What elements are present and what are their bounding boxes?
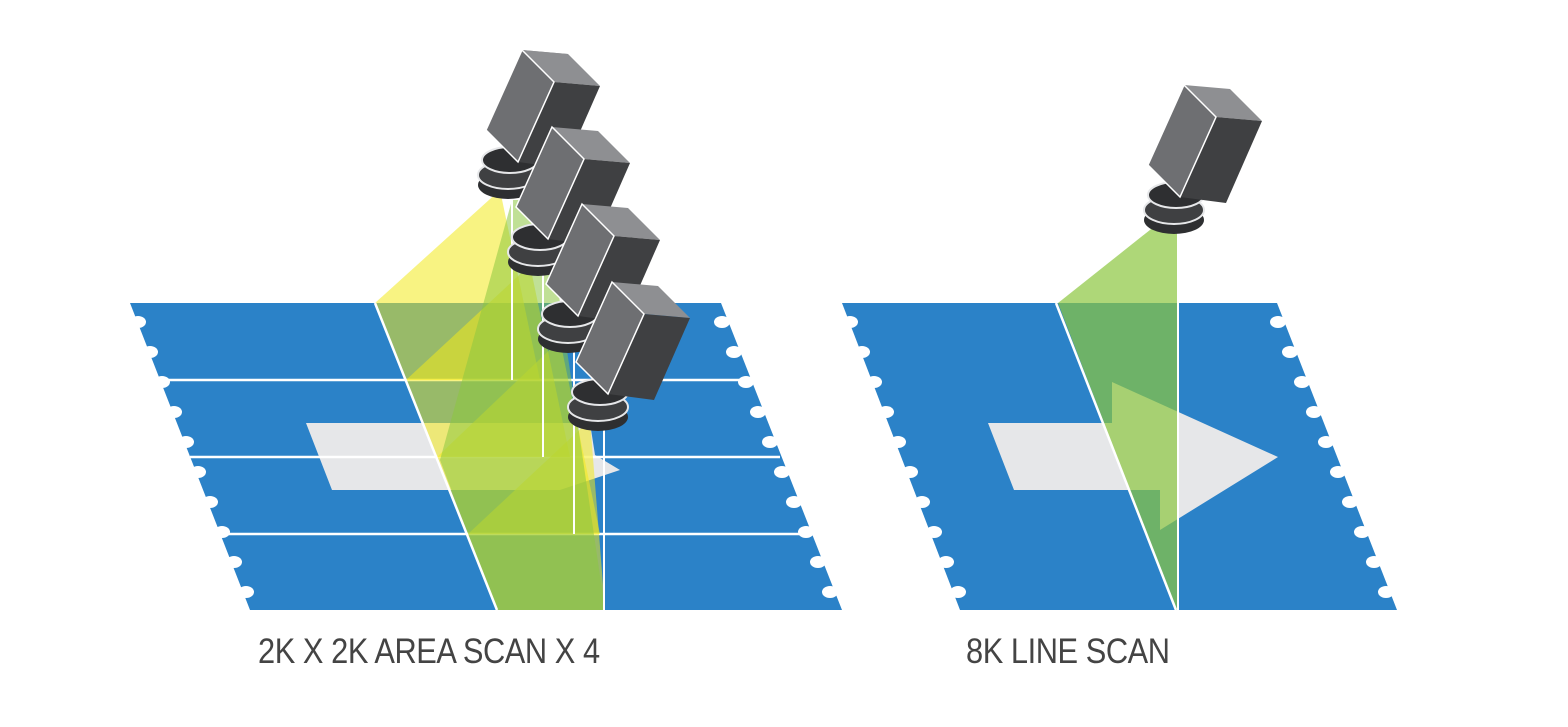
- web-edge-perforations-right: [842, 316, 1394, 598]
- area-scan-caption: 2K X 2K AREA SCAN X 4: [258, 632, 600, 671]
- line-scan-caption: 8K LINE SCAN: [966, 632, 1170, 671]
- line-beam-edge: [1054, 302, 1178, 611]
- line-scan-diagram: [842, 83, 1397, 611]
- area-camera-3: [537, 202, 660, 353]
- area-scan-diagram: [130, 48, 842, 611]
- area-beam-edge: [373, 302, 499, 611]
- line-scan-camera: [1143, 83, 1262, 234]
- area-camera-1: [477, 48, 600, 199]
- area-scan-beams: [373, 190, 605, 611]
- line-scan-beam: [1058, 218, 1178, 610]
- area-camera-2: [507, 125, 630, 276]
- area-camera-4: [567, 280, 690, 431]
- area-green-column: [440, 200, 605, 610]
- web-edge-perforations-left: [130, 316, 838, 598]
